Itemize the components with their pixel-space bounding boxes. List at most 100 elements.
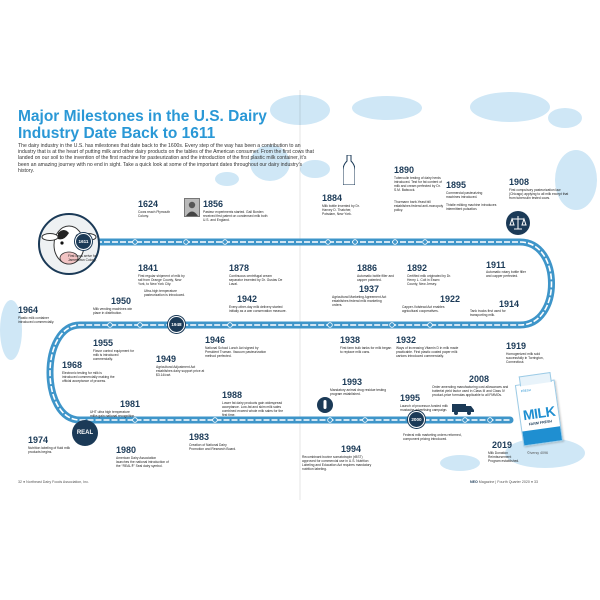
footer-magazine-name: NEO [470, 480, 478, 484]
milestone-year: 1968 [62, 360, 83, 370]
milestone-year: 1955 [93, 338, 114, 348]
milk-splash-blob [250, 145, 290, 181]
milestone-year: 1908 [509, 177, 530, 187]
timeline-dot [137, 322, 143, 328]
milestone-text: Every-other-day milk delivery started in… [229, 305, 287, 313]
timeline-dot [327, 322, 333, 328]
badge-1611: 1611 [75, 233, 92, 250]
milk-splash-blob [215, 172, 239, 186]
milestone-year: 1895 [446, 180, 467, 190]
milestone-text: Thistle milking machine introduces inter… [446, 203, 497, 211]
article-intro: The dairy industry in the U.S. has miles… [18, 143, 314, 174]
milestone-text: UHT ultra high temperature milks gain na… [90, 410, 136, 418]
milestone-text: Capper-Volstead Act enables agricultural… [402, 305, 445, 313]
milestone-year: 1995 [400, 393, 421, 403]
milestone-year: 1878 [229, 263, 250, 273]
milk-splash-blob [555, 150, 597, 210]
timeline-dot [327, 417, 333, 423]
badge-2000: 2000 [408, 411, 425, 428]
timeline-dot [362, 417, 368, 423]
timeline-dot [422, 239, 428, 245]
badge-1948: 1948 [168, 316, 185, 333]
milestone-text: Plastic milk container introduced commer… [18, 316, 55, 324]
milestone-text: Agricultural Adjustment Act establishes … [156, 365, 205, 377]
milestone-text: Automatic bottle filler and capper paten… [357, 274, 395, 282]
milestone-year: 1922 [440, 294, 461, 304]
real-seal-badge: REAL [72, 420, 98, 446]
timeline-dot [352, 239, 358, 245]
milestone-year: 1937 [359, 284, 380, 294]
footer-magazine-issue: Magazine | Fourth Quarter 2020 [478, 480, 530, 484]
milestone-text: Nutrition labeling of fluid milk product… [28, 446, 70, 454]
milestone-text: First regular shipment of milk by rail f… [138, 274, 185, 286]
milk-splash-blob [440, 455, 480, 471]
milestone-year: 1974 [28, 435, 49, 445]
milestone-text: Mandatory animal drug residue testing pr… [330, 388, 387, 396]
cow-face-illustration [38, 213, 100, 275]
milestone-year: 1856 [203, 199, 224, 209]
milestone-year: 1942 [237, 294, 258, 304]
milk-splash-blob [270, 95, 330, 125]
milestone-text: Milk Donation Reimbursement Program esta… [488, 451, 520, 463]
test-tube-badge [317, 397, 333, 413]
milestone-year: 1981 [120, 399, 141, 409]
scales-icon [509, 216, 527, 230]
footer-left-page: 32 [18, 480, 22, 484]
milestone-year: 1884 [322, 193, 343, 203]
milestone-year: 2008 [469, 374, 490, 384]
page-gutter [299, 90, 301, 500]
milestone-text: Recombinant bovine somatotropin (rBST) a… [302, 455, 372, 471]
milk-splash-blob [352, 96, 422, 120]
milestone-year: 2019 [492, 440, 513, 450]
footer-left: 32 ● Northeast Dairy Foods Association, … [18, 480, 90, 484]
timeline-dot [107, 322, 113, 328]
milestone-text: Commercial pasteurizing machines introdu… [446, 191, 483, 199]
timeline-dot [392, 239, 398, 245]
milestone-text: Electronic testing for milk is introduce… [62, 371, 115, 383]
milestone-text: Flavor control equipment for milk is int… [93, 349, 135, 361]
footer-left-publication: Northeast Dairy Foods Association, Inc. [26, 480, 90, 484]
milestone-year: 1949 [156, 354, 177, 364]
milestone-year: 1886 [357, 263, 378, 273]
milestone-text: Tuberculin testing of dairy herds introd… [394, 176, 442, 192]
timeline-dot [222, 239, 228, 245]
milestone-text: National School Lunch Act signed by Pres… [205, 346, 267, 358]
milestone-year: 1841 [138, 263, 159, 273]
footer-right: NEO Magazine | Fourth Quarter 2020 ● 33 [470, 480, 539, 484]
milestone-text: First cows arrive for Jamestown Colony. [68, 254, 97, 262]
milestone-year: 1983 [189, 432, 210, 442]
milk-splash-blob [0, 300, 22, 360]
milestone-text: Agricultural Marketing Agreement Act est… [332, 295, 387, 307]
article-title: Major Milestones in the U.S. Dairy Indus… [18, 108, 267, 142]
delivery-truck-icon [452, 404, 474, 415]
milestone-text: Certified milk originated by Dr. Henry L… [407, 274, 451, 286]
milk-splash-blob [300, 160, 330, 178]
milestone-text: Launch of processor-funded milk mustache… [400, 404, 448, 412]
milestone-text: Ultra-high temperature pasteurization is… [144, 289, 186, 297]
timeline-dot [227, 322, 233, 328]
milestone-year: 1890 [394, 165, 415, 175]
timeline-dot [487, 417, 493, 423]
timeline-dot [132, 417, 138, 423]
milk-splash-blob [470, 92, 550, 122]
milestone-text: First compulsory pasteurization law (Chi… [509, 188, 569, 200]
milestone-text: Milk vending machines win place in distr… [93, 307, 133, 315]
timeline-dot [132, 239, 138, 245]
pasteur-portrait-image [184, 198, 200, 217]
milk-bottle-icon [343, 155, 355, 185]
milestone-year: 1938 [340, 335, 361, 345]
milk-carton-tag: FRESH [520, 387, 532, 394]
milestone-text: Automatic rotary bottle filler and cappe… [486, 270, 526, 278]
footer-right-page: 33 [534, 480, 539, 484]
person-icon [186, 201, 198, 216]
milestone-text: Order amending manufacturing cost allowa… [432, 385, 509, 397]
milk-carton-illustration: FRESH MILK FARM FRESH [514, 372, 564, 447]
scales-of-justice-badge [506, 211, 530, 235]
milestone-text: Thurmann barb-Yeast bill establishes fed… [394, 200, 444, 212]
milestone-text: Pasteur experiments started. Gail Borden… [203, 210, 268, 222]
milestone-text: Continuous centrifugal cream separator i… [229, 274, 283, 286]
timeline-dot [427, 322, 433, 328]
milestone-text: Milk bottle invented by Dr. Harvey D. Th… [322, 204, 360, 216]
